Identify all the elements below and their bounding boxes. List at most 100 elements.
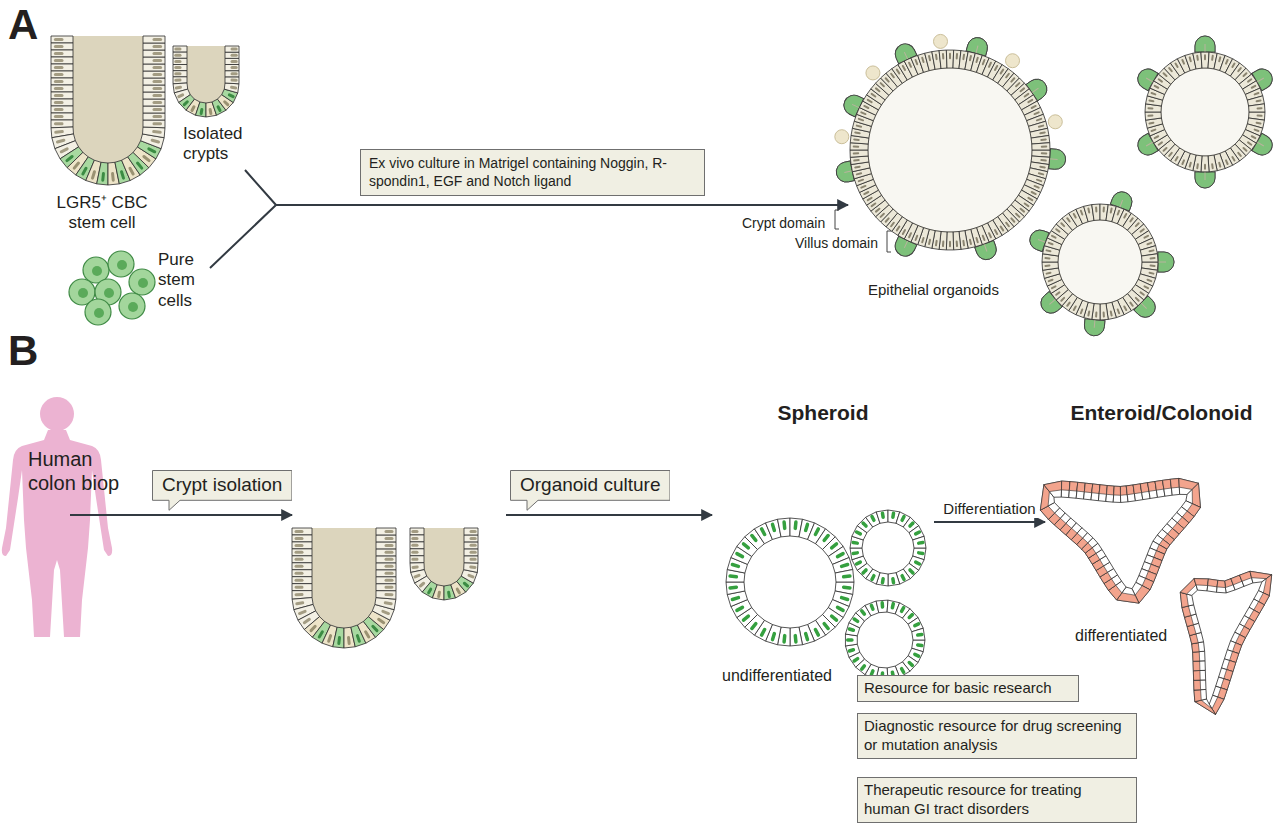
nucleus [385,603,391,604]
nucleus [989,233,991,237]
nucleus [1041,138,1045,140]
cell [1194,680,1206,690]
nucleus [886,78,889,81]
nucleus [296,572,302,575]
nucleus [849,650,853,651]
cell [376,542,396,549]
application-box: Therapeutic resource for treating human … [857,777,1137,823]
epithelial-cells [51,36,165,185]
spheroid-ring [845,600,925,680]
cell [51,43,73,50]
nucleus [55,66,62,69]
nucleus [154,52,161,55]
nucleus [1074,306,1076,310]
nucleus [1035,112,1039,114]
cell [143,64,165,71]
cell [143,120,165,128]
cell-band [1044,481,1062,492]
cell [173,52,187,58]
nucleus [730,586,736,590]
cell [1194,579,1208,591]
nucleus [296,558,302,561]
flow-arrow [276,204,848,206]
nucleus [55,108,62,111]
nucleus [1032,106,1036,108]
nucleus [386,579,392,582]
nucleus [1152,130,1156,131]
nucleus [55,101,62,104]
nucleus [1037,119,1041,120]
nucleus [1130,303,1132,306]
nucleus [1061,298,1064,301]
nucleus [1039,126,1043,127]
nucleus [1211,56,1214,60]
shed-cell [866,66,880,80]
nucleus [296,537,302,540]
nucleus [897,70,899,74]
nucleus [903,230,905,234]
nucleus [319,632,322,637]
nucleus [864,192,868,194]
nucleus [1244,148,1247,151]
box-text: Organoid culture [520,474,660,497]
nucleus [154,38,161,41]
nucleus [1006,74,1009,78]
nucleus [471,537,475,540]
nucleus [1148,107,1152,109]
nucleus [815,630,818,636]
nucleus [849,629,853,630]
cell [195,102,206,117]
cell-band [1092,484,1100,494]
cell [51,92,73,99]
stage-caption: differentiated [1075,626,1167,645]
nucleus [949,54,951,59]
cell-band [1180,579,1196,594]
nucleus [1124,214,1126,218]
nucleus [909,63,911,67]
cell [1193,52,1202,69]
nucleus [154,115,161,118]
stem-cell-nucleus [104,288,114,298]
nucleus [1021,209,1024,212]
nucleus [1258,115,1262,117]
nucleus [859,180,863,181]
cell [333,627,344,648]
nucleus [471,530,475,533]
nucleus [1219,57,1220,61]
nucleus [1001,70,1003,74]
nucleus [730,574,736,578]
nucleus [413,544,417,547]
nucleus [1219,163,1220,167]
nucleus [897,227,899,231]
nucleus [891,604,895,608]
nucleus [1159,79,1162,81]
nucleus [942,242,944,246]
nucleus [1056,292,1059,294]
cell-band [1192,643,1200,652]
stem-cell-cluster [69,251,155,325]
cell [1170,478,1179,495]
nucleus [886,218,889,221]
nucleus [1155,86,1159,88]
stage-heading: Spheroid [777,400,868,425]
nucleus [386,586,392,589]
panel-letter: A [8,0,38,50]
cell [51,71,73,78]
cell-band [1084,483,1092,493]
nucleus [857,173,861,174]
cell [876,510,888,523]
nucleus [300,611,306,613]
cell [1249,104,1265,112]
bracket [835,210,839,229]
epithelial-cells [845,600,925,680]
nucleus [154,101,161,104]
nucleus [1124,306,1126,310]
nucleus [863,570,866,573]
nucleus [1110,209,1113,213]
cell [1113,486,1120,502]
nucleus [752,535,756,540]
epithelial-cells [850,510,926,586]
nucleus [824,535,828,540]
spheroid-ring [726,518,854,646]
nucleus [311,626,315,630]
